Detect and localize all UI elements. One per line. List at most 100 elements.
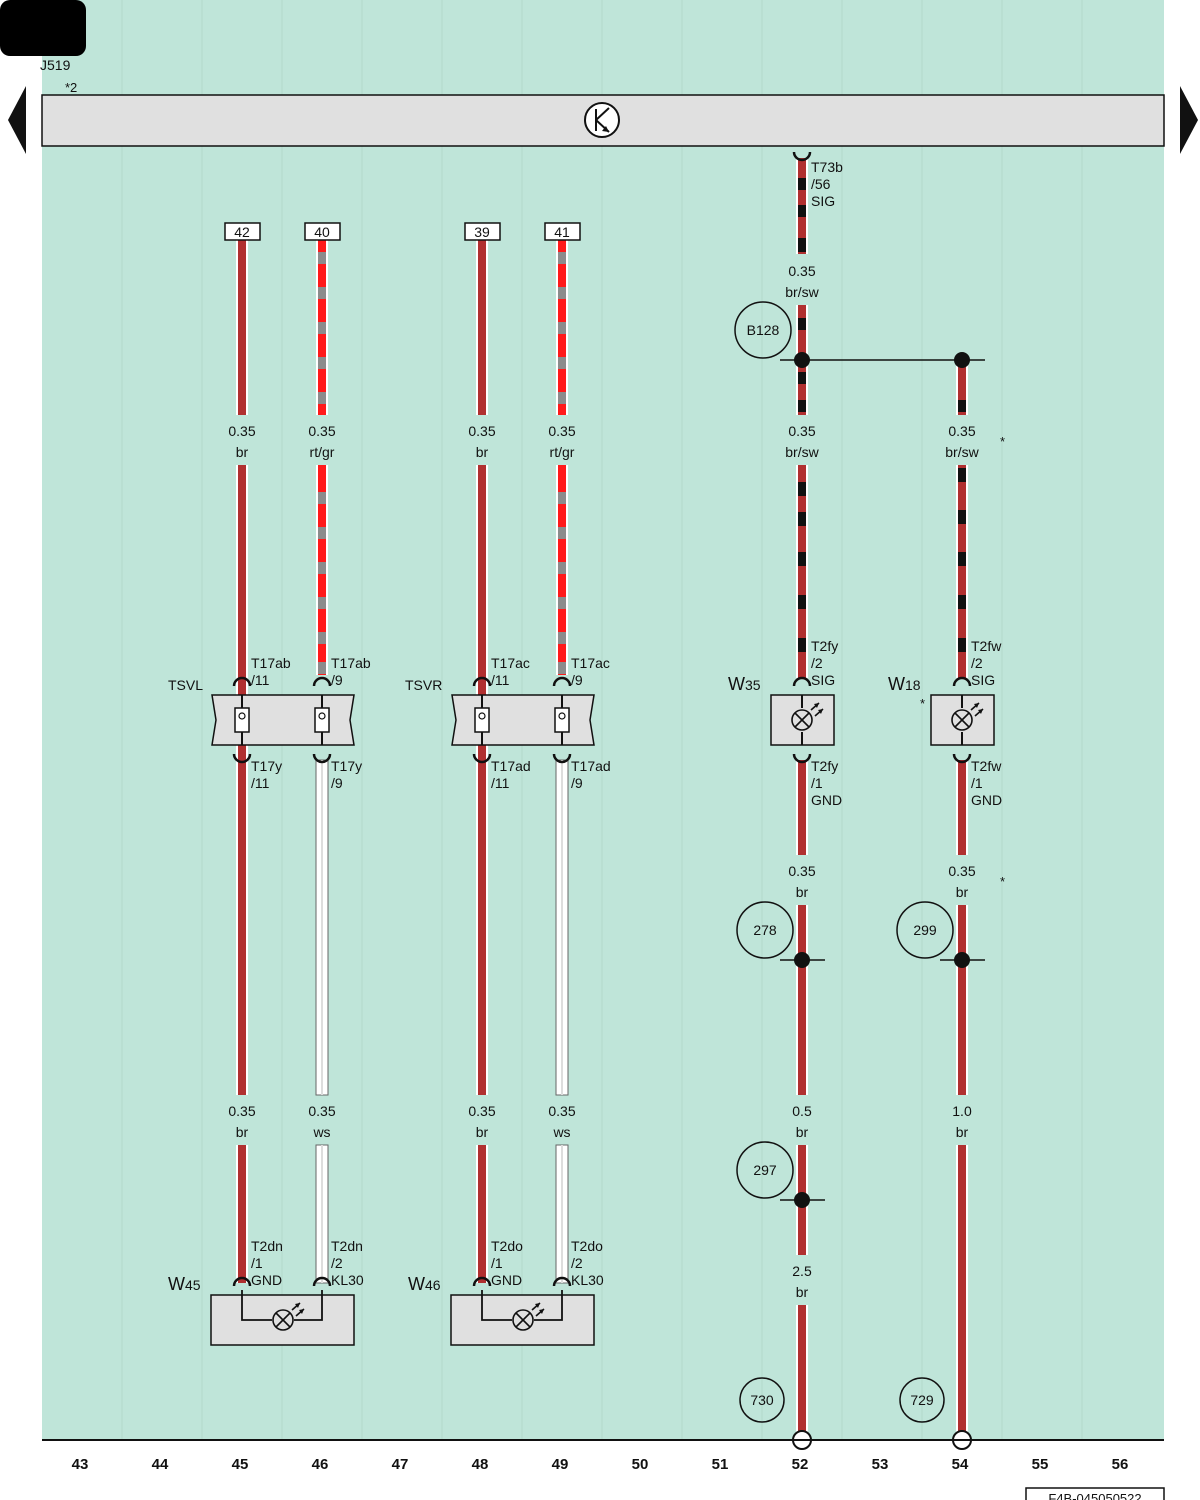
w18-lamp bbox=[930, 694, 995, 746]
svg-text:KL30: KL30 bbox=[571, 1272, 604, 1288]
wire-gauge: 0.35 bbox=[308, 423, 335, 439]
svg-text:SIG: SIG bbox=[971, 672, 995, 688]
top-pin-42: 42 bbox=[224, 222, 261, 241]
wire-color: ws bbox=[552, 1124, 570, 1140]
wire-color: br bbox=[796, 884, 809, 900]
wire-gauge: 0.35 bbox=[228, 423, 255, 439]
svg-text:/9: /9 bbox=[331, 775, 343, 791]
splice-729: 729 bbox=[899, 1377, 945, 1423]
svg-text:T17ab: T17ab bbox=[331, 655, 371, 671]
svg-text:278: 278 bbox=[753, 922, 777, 938]
svg-text:730: 730 bbox=[750, 1392, 774, 1408]
wire-gauge: 0.35 bbox=[468, 1103, 495, 1119]
wire-color: br bbox=[476, 1124, 489, 1140]
svg-text:297: 297 bbox=[753, 1162, 777, 1178]
column-number: 47 bbox=[392, 1456, 409, 1473]
svg-text:SIG: SIG bbox=[811, 672, 835, 688]
top-pin-40: 40 bbox=[304, 222, 341, 241]
svg-text:/1: /1 bbox=[491, 1255, 503, 1271]
svg-text:T2fy: T2fy bbox=[811, 758, 838, 774]
wire-gauge: 0.35 bbox=[948, 423, 975, 439]
svg-text:/2: /2 bbox=[571, 1255, 583, 1271]
tsvr-label: TSVR bbox=[405, 677, 442, 693]
svg-text:/9: /9 bbox=[331, 672, 343, 688]
svg-text:T2do: T2do bbox=[571, 1238, 603, 1254]
tsvl-module bbox=[211, 694, 355, 746]
wire-color: br/sw bbox=[945, 444, 979, 460]
svg-text:T2fy: T2fy bbox=[811, 638, 838, 654]
wire-color: br bbox=[796, 1124, 809, 1140]
control-unit-label: J519 bbox=[40, 57, 71, 73]
wire-color: br/sw bbox=[785, 444, 819, 460]
svg-text:/2: /2 bbox=[971, 655, 983, 671]
svg-text:/1: /1 bbox=[251, 1255, 263, 1271]
t73b-label: T73b bbox=[811, 159, 843, 175]
splice-297: 297 bbox=[736, 1141, 794, 1199]
t73b-signal: SIG bbox=[811, 193, 835, 209]
w35-lamp bbox=[770, 694, 835, 746]
svg-text:/1: /1 bbox=[971, 775, 983, 791]
next-page-arrow-icon[interactable] bbox=[1180, 86, 1198, 154]
w46-label: W46 bbox=[408, 1274, 441, 1294]
wire-gauge: 0.35 bbox=[788, 263, 815, 279]
top-pin-39: 39 bbox=[464, 222, 501, 241]
wire-color: br bbox=[236, 1124, 249, 1140]
wire-col54 bbox=[956, 362, 968, 1433]
footnote-star: * bbox=[920, 696, 925, 711]
wire-gauge: 0.35 bbox=[228, 1103, 255, 1119]
svg-text:40: 40 bbox=[314, 224, 330, 240]
wire-gauge: 0.35 bbox=[308, 1103, 335, 1119]
column-number: 51 bbox=[712, 1456, 729, 1473]
svg-text:T17ac: T17ac bbox=[491, 655, 530, 671]
junction-dot bbox=[794, 952, 810, 968]
svg-text:T2dn: T2dn bbox=[331, 1238, 363, 1254]
wire-col45 bbox=[236, 240, 248, 1283]
w45-label: W45 bbox=[168, 1274, 201, 1294]
wire-color: br bbox=[236, 444, 249, 460]
wire-gauge: 0.35 bbox=[788, 423, 815, 439]
control-unit-symbol-icon bbox=[584, 102, 620, 138]
wire-color: br bbox=[796, 1284, 809, 1300]
wire-col46 bbox=[315, 240, 329, 1284]
column-number: 55 bbox=[1032, 1456, 1049, 1473]
doc-id-box: F4B-045050522 bbox=[1025, 1487, 1165, 1500]
t73b-pin: /56 bbox=[811, 176, 831, 192]
w46-lamp bbox=[450, 1290, 595, 1346]
wire-col49 bbox=[555, 240, 569, 1284]
wire-gauge: 2.5 bbox=[792, 1263, 812, 1279]
svg-text:/11: /11 bbox=[491, 672, 510, 688]
svg-text:/11: /11 bbox=[491, 775, 510, 791]
wire-color: br bbox=[956, 1124, 969, 1140]
splice-299: 299 bbox=[896, 901, 954, 959]
wire-color: rt/gr bbox=[310, 444, 335, 460]
svg-text:T2dn: T2dn bbox=[251, 1238, 283, 1254]
page-tab bbox=[0, 0, 86, 56]
top-pin-41: 41 bbox=[544, 222, 581, 241]
svg-text:T17ac: T17ac bbox=[571, 655, 610, 671]
svg-text:GND: GND bbox=[251, 1272, 282, 1288]
doc-id: F4B-045050522 bbox=[1048, 1491, 1141, 1500]
svg-text:T17ab: T17ab bbox=[251, 655, 291, 671]
wire-gauge: 0.5 bbox=[792, 1103, 812, 1119]
svg-text:T2fw: T2fw bbox=[971, 638, 1002, 654]
tsvl-label: TSVL bbox=[168, 677, 203, 693]
svg-text:39: 39 bbox=[474, 224, 490, 240]
prev-page-arrow-icon[interactable] bbox=[8, 86, 26, 154]
column-number: 45 bbox=[232, 1456, 249, 1473]
column-number: 52 bbox=[792, 1456, 809, 1473]
svg-text:/11: /11 bbox=[251, 672, 270, 688]
svg-text:T17y: T17y bbox=[251, 758, 282, 774]
junction-dot bbox=[794, 352, 810, 368]
svg-text:/9: /9 bbox=[571, 775, 583, 791]
splice-278: 278 bbox=[736, 901, 794, 959]
svg-text:B128: B128 bbox=[747, 322, 780, 338]
svg-text:T2do: T2do bbox=[491, 1238, 523, 1254]
column-number: 53 bbox=[872, 1456, 889, 1473]
svg-text:GND: GND bbox=[811, 792, 842, 808]
svg-text:/9: /9 bbox=[571, 672, 583, 688]
splice-b128: B128 bbox=[734, 301, 792, 359]
wire-color: ws bbox=[312, 1124, 330, 1140]
column-number: 54 bbox=[952, 1456, 969, 1473]
svg-text:729: 729 bbox=[910, 1392, 934, 1408]
